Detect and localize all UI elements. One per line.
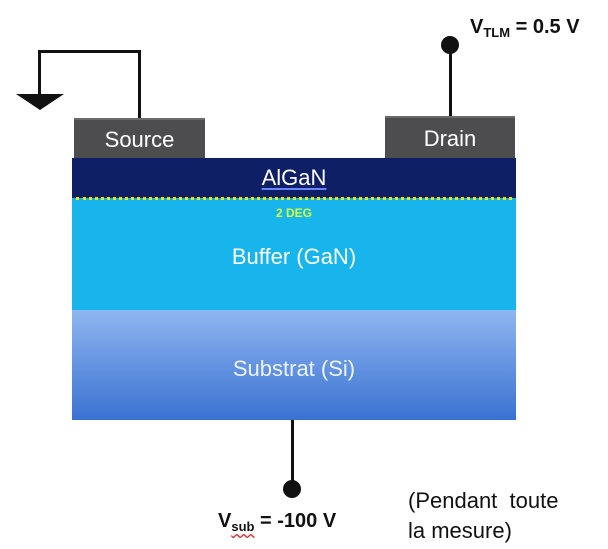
note-line-2: la mesure) xyxy=(408,518,512,543)
measurement-note: (Pendant toute la mesure) xyxy=(408,486,604,546)
note-line-1: (Pendant toute xyxy=(408,488,559,513)
drain-terminal-dot xyxy=(441,36,459,54)
buffer-label: Buffer (GaN) xyxy=(231,244,357,269)
ground-wire-drop xyxy=(38,50,41,97)
algan-layer: AlGaN xyxy=(72,158,516,198)
vtlm-label: VTLM = 0.5 V xyxy=(470,16,580,40)
ground-wire-vertical xyxy=(138,50,141,118)
substrate-terminal-dot xyxy=(283,480,301,498)
drain-contact: Drain xyxy=(385,116,515,160)
substrate-label: Substrat (Si) xyxy=(232,356,356,381)
algan-label: AlGaN xyxy=(261,165,327,190)
substrate-layer: Substrat (Si) xyxy=(72,310,516,420)
vsub-label: Vsub = -100 V xyxy=(218,510,337,534)
ground-wire-horizontal xyxy=(38,50,141,53)
substrate-wire xyxy=(291,420,294,490)
drain-label: Drain xyxy=(423,126,477,151)
buffer-layer: 2 DEG Buffer (GaN) xyxy=(72,197,516,310)
ground-icon xyxy=(16,94,64,110)
twodeg-label: 2 DEG xyxy=(275,206,312,220)
twodeg-line xyxy=(76,197,512,200)
source-contact: Source xyxy=(74,118,205,160)
source-label: Source xyxy=(104,127,175,152)
drain-wire xyxy=(449,50,452,118)
